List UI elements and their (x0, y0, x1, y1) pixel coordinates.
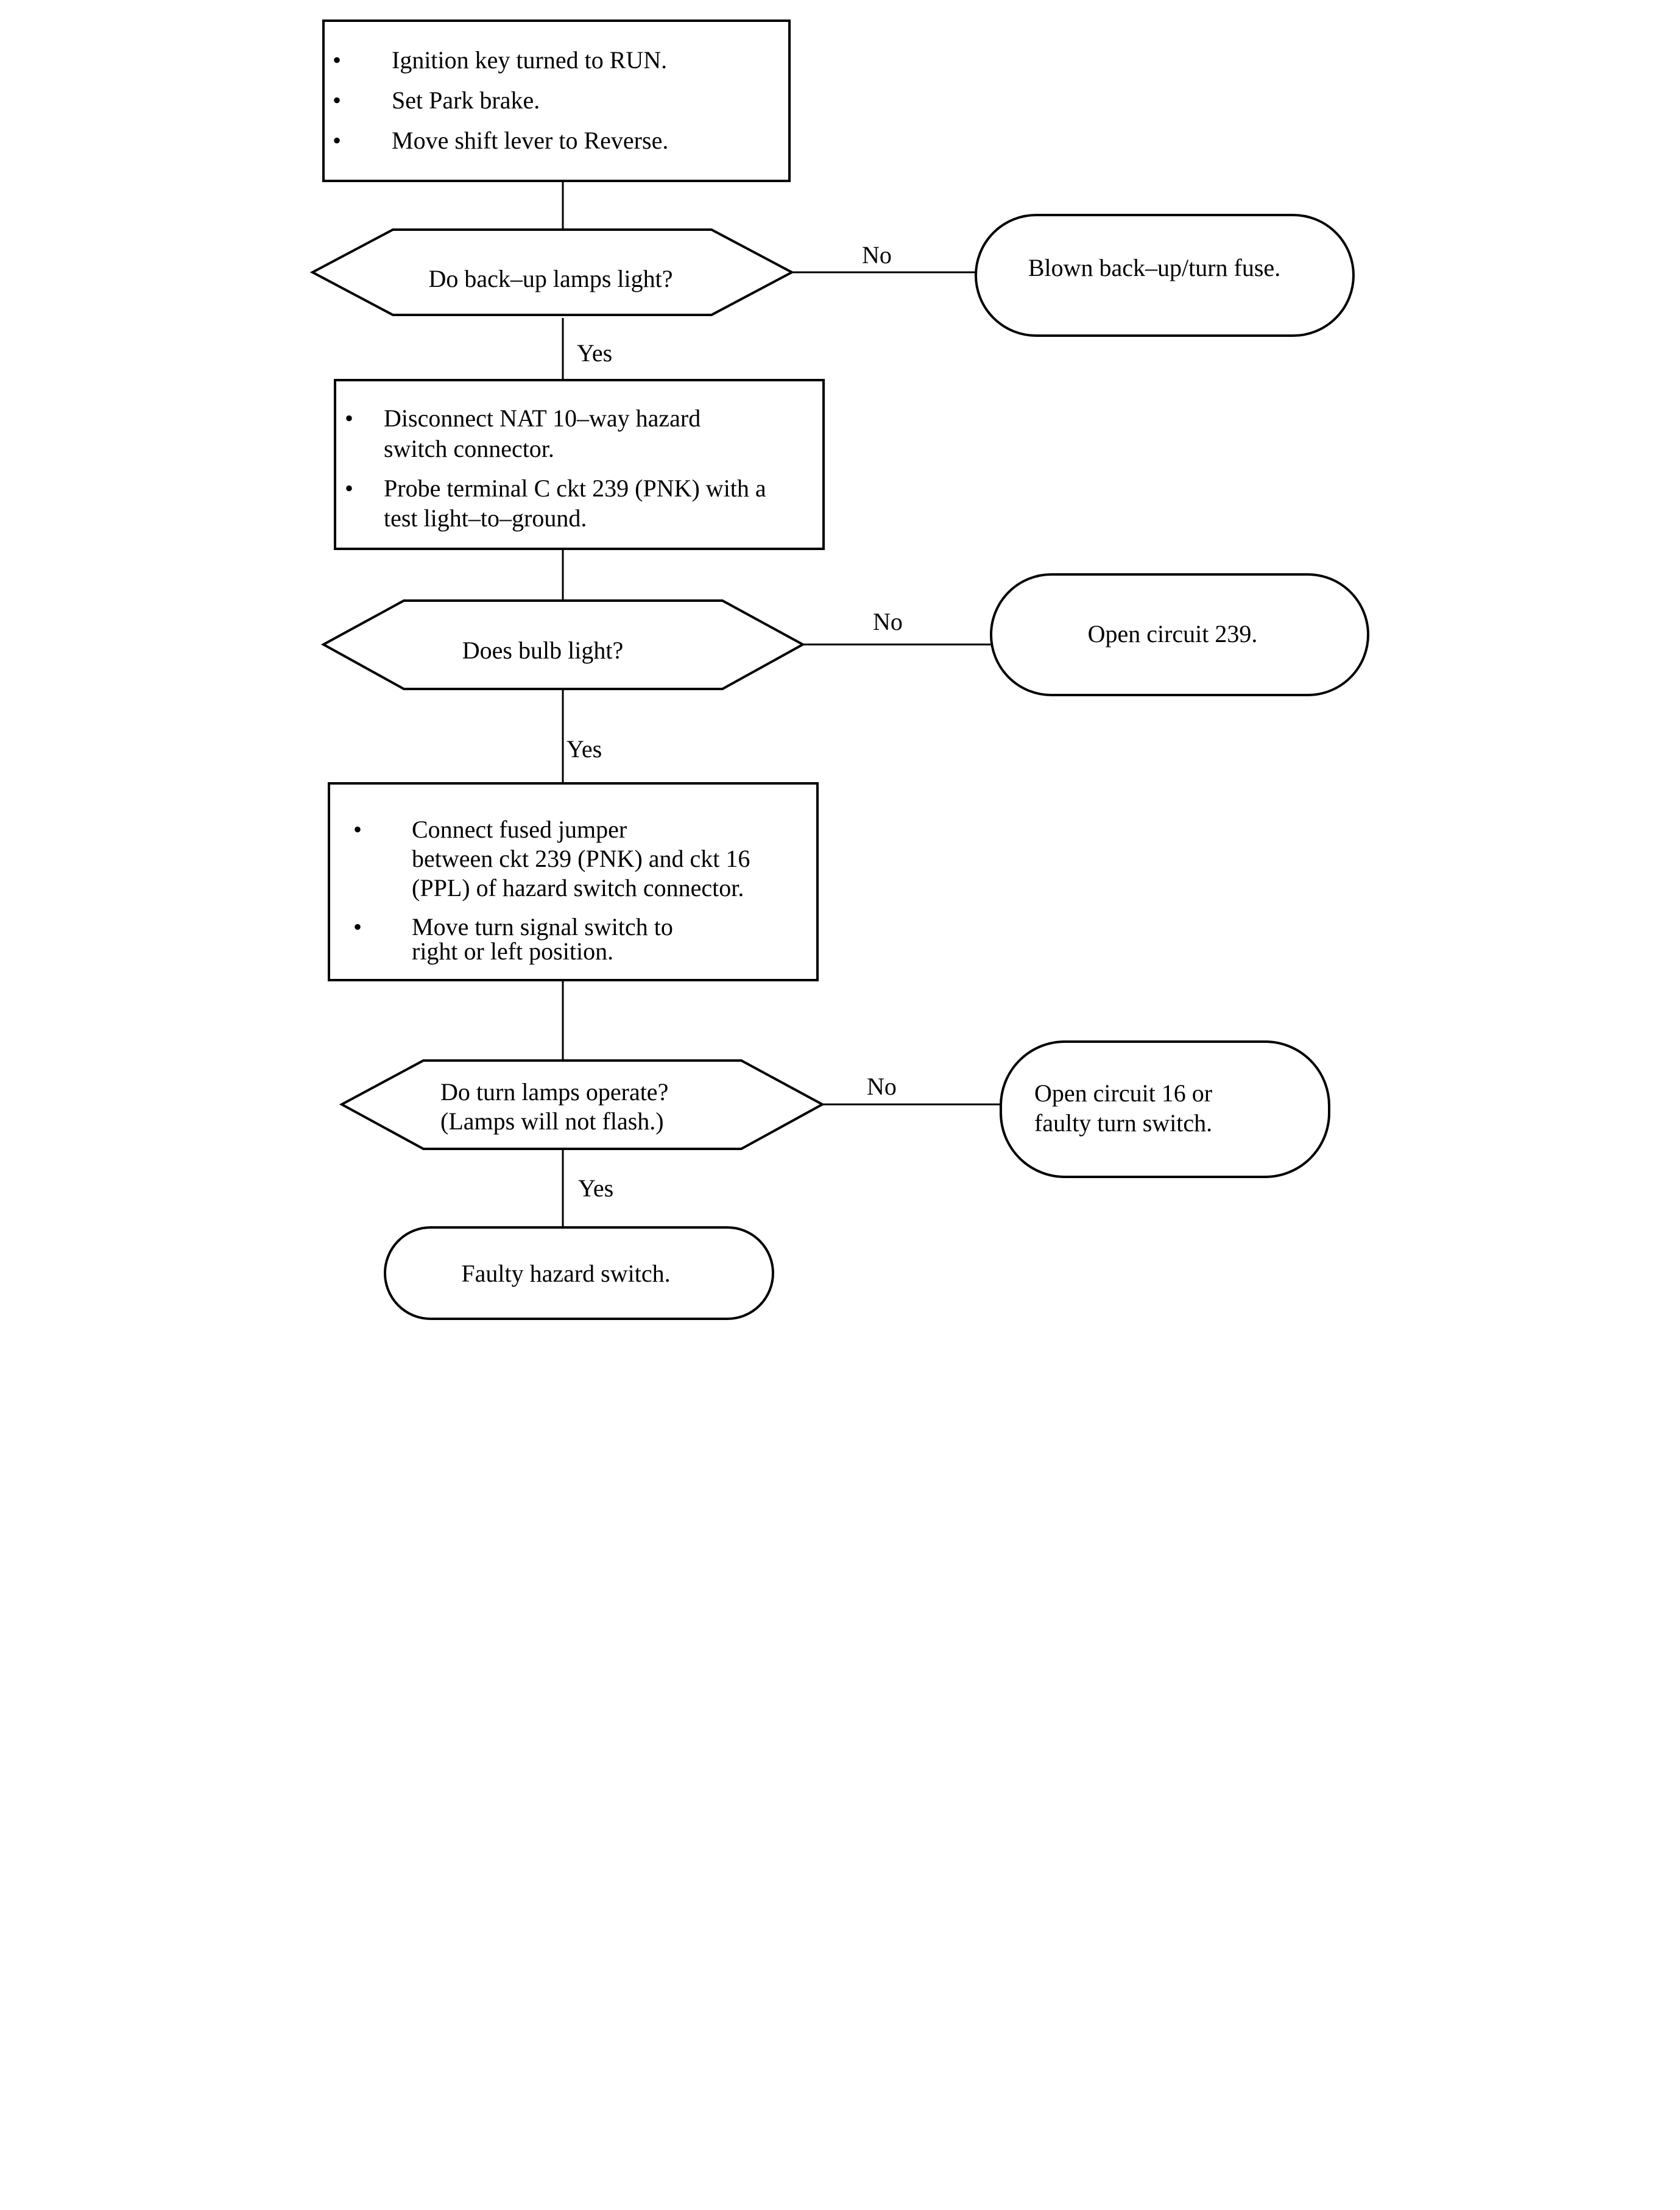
result2-terminal: Open circuit 239. (990, 573, 1369, 696)
step3-item-2-line-2: right or left position. (412, 937, 613, 965)
decision3-text-line-2: (Lamps will not flash.) (440, 1107, 664, 1135)
step2-item-1-line-2: switch connector. (384, 435, 554, 462)
no-label-1: No (862, 241, 892, 269)
result3-terminal: Open circuit 16 or faulty turn switch. (1000, 1040, 1330, 1178)
step3-item-2-line-1: Move turn signal switch to (412, 913, 673, 941)
step3-bullet-2: • (353, 913, 362, 941)
decision2-text: Does bulb light? (462, 637, 623, 664)
result1-text: Blown back–up/turn fuse. (1028, 254, 1280, 281)
step3-item-1-line-2: between ckt 239 (PNK) and ckt 16 (412, 845, 750, 872)
decision2-hexagon: Does bulb light? (320, 599, 806, 690)
step1-bullet-3: • (333, 127, 341, 154)
result4-text: Faulty hazard switch. (461, 1260, 670, 1287)
step3-item-1-line-3: (PPL) of hazard switch connector. (412, 874, 744, 902)
step2-box: • Disconnect NAT 10–way hazard switch co… (334, 379, 825, 550)
step1-item-3: Move shift lever to Reverse. (392, 127, 668, 154)
step1-box: • Ignition key turned to RUN. • Set Park… (322, 19, 791, 182)
step3-box: • Connect fused jumper between ckt 239 (… (328, 782, 819, 981)
decision3-text-line-1: Do turn lamps operate? (440, 1078, 668, 1106)
result3-text-line-1: Open circuit 16 or (1034, 1079, 1212, 1107)
result1-terminal: Blown back–up/turn fuse. (975, 214, 1355, 337)
decision1-text: Do back–up lamps light? (428, 265, 672, 292)
decision3-hexagon: Do turn lamps operate? (Lamps will not f… (339, 1059, 825, 1150)
yes-label-1: Yes (577, 339, 612, 367)
step1-item-2: Set Park brake. (392, 86, 540, 114)
yes-label-2: Yes (566, 735, 602, 763)
step3-item-1-line-1: Connect fused jumper (412, 816, 627, 843)
step2-bullet-1: • (345, 404, 353, 432)
step1-bullet-2: • (333, 86, 341, 114)
step1-rect (322, 19, 791, 182)
result2-text: Open circuit 239. (1088, 620, 1258, 648)
step1-bullet-1: • (333, 46, 341, 74)
step2-bullet-2: • (345, 475, 353, 502)
step1-item-1: Ignition key turned to RUN. (392, 46, 667, 74)
result3-text-line-2: faulty turn switch. (1034, 1109, 1212, 1137)
no-label-2: No (873, 608, 903, 635)
no-label-3: No (867, 1073, 897, 1100)
result4-terminal: Faulty hazard switch. (384, 1226, 774, 1320)
step2-item-1-line-1: Disconnect NAT 10–way hazard (384, 404, 701, 432)
step2-item-2-line-1: Probe terminal C ckt 239 (PNK) with a (384, 475, 766, 502)
decision1-hexagon: Do back–up lamps light? (309, 228, 795, 316)
yes-label-3: Yes (578, 1174, 613, 1202)
step2-item-2-line-2: test light–to–ground. (384, 504, 587, 532)
step3-bullet-1: • (353, 816, 362, 843)
